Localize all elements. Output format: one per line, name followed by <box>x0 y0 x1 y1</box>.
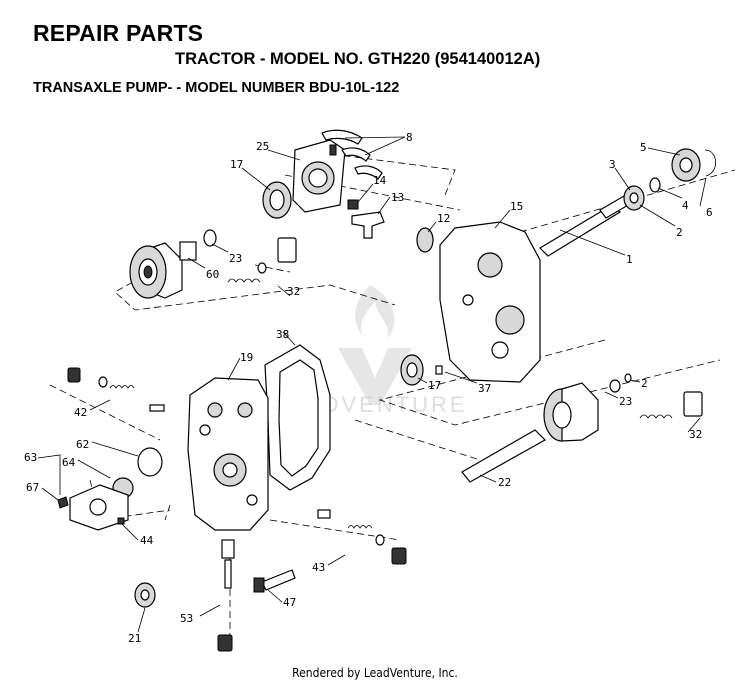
callout-17-upper: 17 <box>230 158 243 171</box>
callout-4: 4 <box>682 199 689 212</box>
callout-21: 21 <box>128 632 141 645</box>
callout-62: 62 <box>76 438 89 451</box>
callout-3: 3 <box>609 158 616 171</box>
callout-6: 6 <box>706 206 713 219</box>
callout-12: 12 <box>437 212 450 225</box>
seal-12 <box>416 227 434 253</box>
callout-63: 63 <box>24 451 37 464</box>
pump-block-25 <box>292 139 346 213</box>
center-section-19 <box>187 377 269 531</box>
footer-credit: Rendered by LeadVenture, Inc. <box>292 666 458 680</box>
callout-2-upper: 2 <box>676 226 683 239</box>
cover-group <box>57 447 163 531</box>
page-title: REPAIR PARTS <box>33 20 204 46</box>
piston-group-upper <box>179 229 297 283</box>
callout-2-lower: 2 <box>641 377 648 390</box>
valve-43 <box>317 509 407 565</box>
model-subtitle: TRACTOR - MODEL NO. GTH220 (954140012A) <box>175 50 541 68</box>
bearing-17-upper <box>262 181 292 219</box>
callout-15: 15 <box>510 200 523 213</box>
callout-1: 1 <box>626 253 633 266</box>
callout-23-upper: 23 <box>229 252 242 265</box>
callout-13: 13 <box>391 191 404 204</box>
callout-22: 22 <box>498 476 511 489</box>
callout-67: 67 <box>26 481 39 494</box>
callout-19: 19 <box>240 351 253 364</box>
lower-parts <box>134 539 296 652</box>
input-shaft-1 <box>539 148 717 257</box>
callout-37: 37 <box>478 382 491 395</box>
callout-38: 38 <box>276 328 289 341</box>
plug-42 <box>67 367 165 412</box>
lower-right-group <box>461 373 703 483</box>
leader-lines <box>37 136 707 633</box>
callout-labels: 8 25 17 14 13 12 15 3 5 4 6 2 1 23 60 32… <box>24 131 713 645</box>
seal-17-lower <box>400 354 443 386</box>
callout-32-lower: 32 <box>689 428 702 441</box>
callout-43: 43 <box>312 561 325 574</box>
part-14-13 <box>347 199 385 239</box>
callout-8: 8 <box>406 131 413 144</box>
gasket-38 <box>264 344 331 491</box>
bearing-60 <box>129 242 183 299</box>
callout-44: 44 <box>140 534 154 547</box>
callout-14: 14 <box>373 174 387 187</box>
callout-32-upper: 32 <box>287 285 300 298</box>
callout-60: 60 <box>206 268 219 281</box>
callout-42: 42 <box>74 406 87 419</box>
callout-23-lower: 23 <box>619 395 632 408</box>
housing-15 <box>439 221 541 383</box>
callout-17-lower: 17 <box>428 379 441 392</box>
callout-5: 5 <box>640 141 647 154</box>
callout-64: 64 <box>62 456 76 469</box>
callout-25: 25 <box>256 140 269 153</box>
callout-53: 53 <box>180 612 193 625</box>
shims-8 <box>321 129 383 180</box>
section-title: TRANSAXLE PUMP- - MODEL NUMBER BDU-10L-1… <box>33 80 400 96</box>
callout-47: 47 <box>283 596 296 609</box>
